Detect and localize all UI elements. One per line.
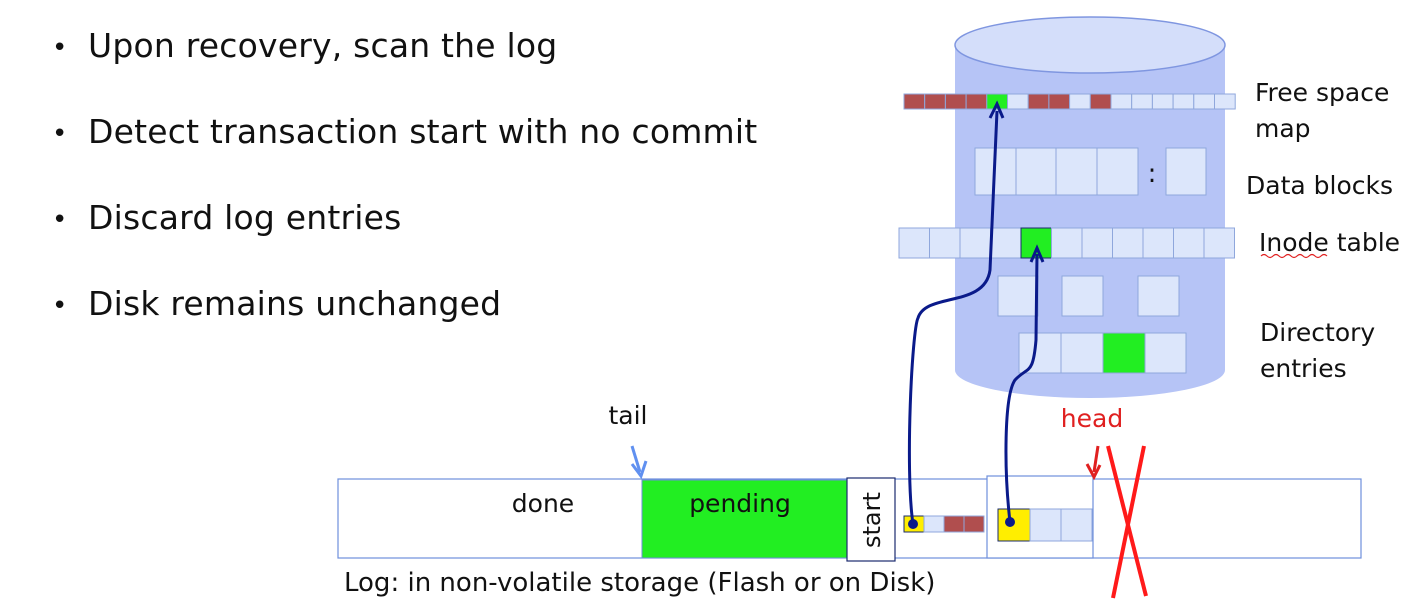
bullet-item: • Upon recovery, scan the log	[52, 24, 557, 70]
tail-arrow-icon	[630, 445, 648, 480]
inode	[1173, 227, 1205, 259]
log-fsm-block	[943, 515, 965, 533]
log-inode-block	[1029, 508, 1062, 542]
label-line: Free space	[1255, 78, 1389, 107]
bullet-dot-icon: •	[52, 118, 68, 149]
pointer-origin-dot	[908, 519, 918, 529]
free-space-map-bit	[944, 93, 967, 110]
log-fsm-block	[923, 515, 945, 533]
head-arrow-icon	[1085, 445, 1102, 481]
pending-label: pending	[689, 489, 791, 518]
label-line: entries	[1260, 354, 1347, 383]
data-block	[1165, 147, 1207, 196]
free-space-map-bit	[1027, 93, 1050, 110]
free-space-map-bit	[1172, 93, 1195, 110]
directory-entry	[1144, 332, 1187, 374]
pending-region	[641, 479, 848, 559]
inode	[898, 227, 930, 259]
inode-table-label: Inode table	[1259, 228, 1400, 257]
directory-block	[1137, 275, 1180, 317]
data-block	[1015, 147, 1057, 196]
inode	[1203, 227, 1235, 259]
data-blocks: :	[974, 147, 1207, 196]
arrowhead-icon	[988, 100, 1005, 119]
free-space-map-bit	[1131, 93, 1153, 110]
pointer-origin-dot	[1005, 517, 1015, 527]
inode	[1051, 227, 1083, 259]
bullet-text: Upon recovery, scan the log	[88, 26, 558, 65]
data-block	[1055, 147, 1098, 196]
inode-pointer-arrow	[1004, 253, 1039, 523]
inode	[1142, 227, 1174, 259]
bullet-dot-icon: •	[52, 32, 68, 63]
free-space-map-bit	[1151, 93, 1174, 110]
free-space-map-bit	[903, 93, 926, 110]
label-line: map	[1255, 114, 1311, 143]
label-line: Directory	[1260, 318, 1375, 347]
free-space-map-bit	[1007, 93, 1029, 110]
bullet-text: Disk remains unchanged	[88, 284, 502, 323]
free-space-map-bit	[1193, 93, 1216, 110]
log-record-fsm	[903, 515, 985, 533]
directory-blocks	[997, 275, 1180, 317]
bullet-item: • Disk remains unchanged	[52, 282, 501, 328]
data-blocks-ellipsis: :	[1148, 159, 1157, 189]
inode	[929, 227, 961, 259]
bullet-dot-icon: •	[52, 204, 68, 235]
inode	[1081, 227, 1113, 259]
bullet-text: Detect transaction start with no commit	[88, 112, 758, 151]
directory-block	[997, 275, 1039, 317]
spellcheck-underline	[1260, 253, 1328, 259]
cylinder-top	[954, 16, 1226, 74]
tail-label: tail	[608, 401, 647, 430]
free-space-map-bit	[1069, 93, 1091, 110]
arrowhead-icon	[1029, 244, 1045, 263]
bullet-text: Discard log entries	[88, 198, 402, 237]
directory-entry	[1018, 332, 1062, 374]
directory-entries	[1018, 332, 1187, 374]
log-inode-block	[1060, 508, 1093, 542]
bullet-item: • Discard log entries	[52, 196, 402, 242]
start-label: start	[858, 492, 886, 548]
crossed-out-icon	[1106, 445, 1148, 599]
bullet-item: • Detect transaction start with no commit	[52, 110, 757, 156]
inode	[990, 227, 1022, 259]
pointer-arrows	[907, 100, 1045, 529]
data-block	[1096, 147, 1139, 196]
bullet-dot-icon: •	[52, 290, 68, 321]
free-space-map-bit	[924, 93, 946, 110]
free-space-map-bit	[1214, 93, 1236, 110]
log-fsm-block	[963, 515, 985, 533]
head-label: head	[1061, 404, 1123, 433]
free-space-map	[903, 93, 1236, 110]
inode	[1112, 227, 1144, 259]
directory-entry	[1060, 332, 1104, 374]
free-space-map-bit	[1089, 93, 1112, 110]
free-space-map-bit	[1110, 93, 1133, 110]
directory-entries-label: Directory entries	[1260, 318, 1383, 383]
inode	[959, 227, 991, 259]
data-blocks-label: Data blocks	[1246, 171, 1393, 200]
free-space-map-bit	[1048, 93, 1071, 110]
start-record	[846, 477, 896, 562]
done-label: done	[512, 489, 574, 518]
directory-block	[1061, 275, 1104, 317]
log: start done pending	[337, 475, 1362, 562]
free-space-map-label: Free space map	[1255, 78, 1397, 143]
inode-table	[898, 227, 1235, 259]
free-space-map-bit	[965, 93, 988, 110]
log-caption: Log: in non-volatile storage (Flash or o…	[344, 568, 936, 598]
directory-entry-new	[1102, 332, 1146, 374]
fsm-pointer-arrow	[907, 110, 999, 525]
